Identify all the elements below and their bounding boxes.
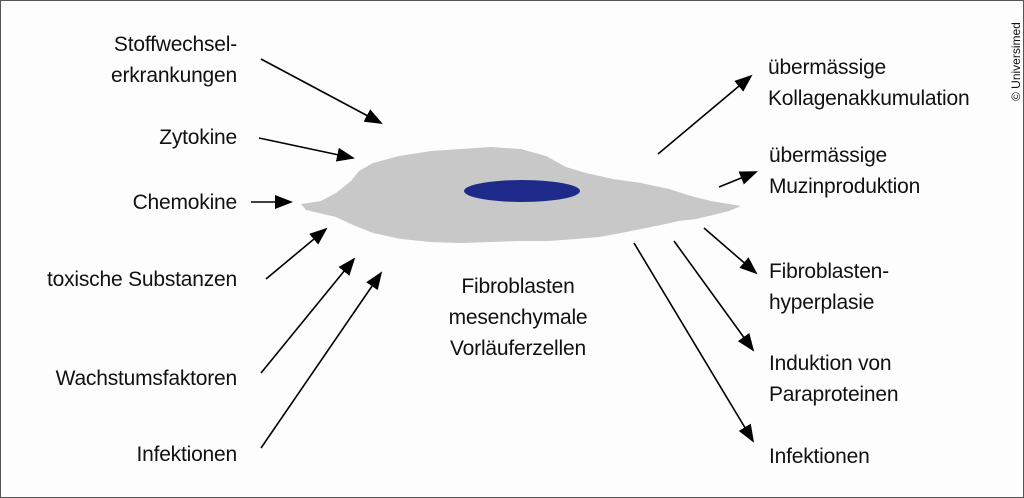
cell-nucleus [464,180,580,202]
label-chemokine: Chemokine [132,191,238,214]
label-wachstumsfaktoren: Wachstumsfaktoren [55,367,238,390]
label-muzinproduktion: übermässige Muzinproduktion [769,144,921,198]
label-zytokine: Zytokine [159,126,237,149]
arrow-muzin [718,171,758,188]
arrow-infektionen-left [260,271,383,449]
label-paraproteine: Induktion von Paraproteinen [769,352,899,406]
label-toxische-substanzen: toxische Substanzen [47,268,237,291]
arrow-wachstum [260,257,356,374]
copyright-notice: © Universimed [1009,22,1023,101]
arrow-kollagen [657,74,753,155]
label-kollagenakkumulation: übermässige Kollagenakkumulation [768,56,970,110]
label-infektionen-right: Infektionen [769,445,870,468]
arrow-stoffwechsel [260,58,383,124]
label-stoffwechselerkrankungen: Stoffwechsel- erkrankungen [110,33,237,87]
arrow-zytokine [258,137,355,162]
label-fibroblasten: Fibroblasten mesenchymale Vorläuferzelle… [448,275,588,360]
label-infektionen-left: Infektionen [136,443,237,466]
arrow-infektionen-right [633,242,755,443]
label-fibroblastenhyperplasie: Fibroblasten- hyperplasie [769,260,889,314]
arrow-paraproteine [673,240,755,352]
arrow-hyperplasie [703,227,758,275]
arrow-toxische [265,227,328,280]
